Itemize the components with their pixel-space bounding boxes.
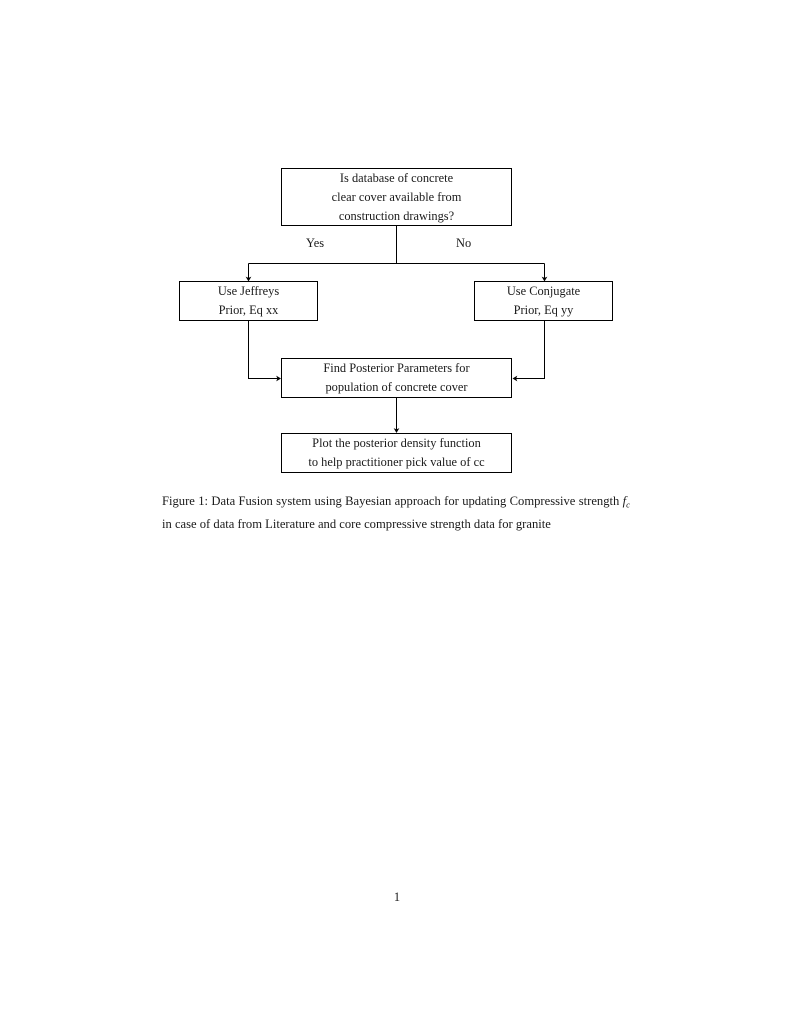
figure-flowchart: Is database of concrete clear cover avai… bbox=[0, 0, 794, 490]
flow-node-jeffreys-line-2: Prior, Eq xx bbox=[218, 303, 279, 317]
flow-node-decision-line-1: Is database of concrete bbox=[339, 170, 454, 185]
flow-node-decision[interactable]: Is database of concrete clear cover avai… bbox=[281, 168, 512, 226]
edge-label-no: No bbox=[456, 236, 472, 250]
figure-caption-math-symbol: f bbox=[622, 494, 627, 508]
figure-caption-math-subscript: c bbox=[626, 499, 630, 510]
flow-node-decision-line-2: clear cover available from bbox=[331, 189, 462, 204]
flow-node-find-posterior[interactable]: Find Posterior Parameters for population… bbox=[281, 358, 512, 398]
flow-node-jeffreys-prior[interactable]: Use Jeffreys Prior, Eq xx bbox=[179, 281, 318, 321]
figure-caption-text-before: Data Fusion system using Bayesian approa… bbox=[208, 494, 623, 508]
flow-node-jeffreys-line-1: Use Jeffreys bbox=[217, 284, 280, 298]
flow-node-decision-line-3: construction drawings? bbox=[338, 208, 455, 223]
flow-node-posterior-line-1: Find Posterior Parameters for bbox=[323, 361, 470, 375]
flow-node-conjugate-line-2: Prior, Eq yy bbox=[513, 303, 574, 317]
flow-node-conjugate-line-1: Use Conjugate bbox=[506, 284, 581, 298]
flow-node-plot-line-2: to help practitioner pick value of cc bbox=[308, 455, 485, 469]
edge-jeffreys-to-posterior bbox=[247, 321, 282, 382]
figure-caption-label: Figure 1: bbox=[162, 494, 209, 508]
page-number: 1 bbox=[393, 890, 401, 904]
flow-node-plot-line-1: Plot the posterior density function bbox=[312, 436, 481, 450]
flow-node-plot-density[interactable]: Plot the posterior density function to h… bbox=[281, 433, 512, 473]
flow-node-posterior-line-2: population of concrete cover bbox=[325, 380, 468, 394]
edge-conjugate-to-posterior bbox=[512, 321, 546, 382]
flowchart-connectors bbox=[245, 226, 548, 434]
edge-label-yes: Yes bbox=[306, 236, 325, 250]
figure-caption-text-after: in case of data from Literature and core… bbox=[162, 517, 551, 531]
figure-caption: Figure 1: Data Fusion system using Bayes… bbox=[162, 492, 630, 535]
flow-node-conjugate-prior[interactable]: Use Conjugate Prior, Eq yy bbox=[474, 281, 613, 321]
